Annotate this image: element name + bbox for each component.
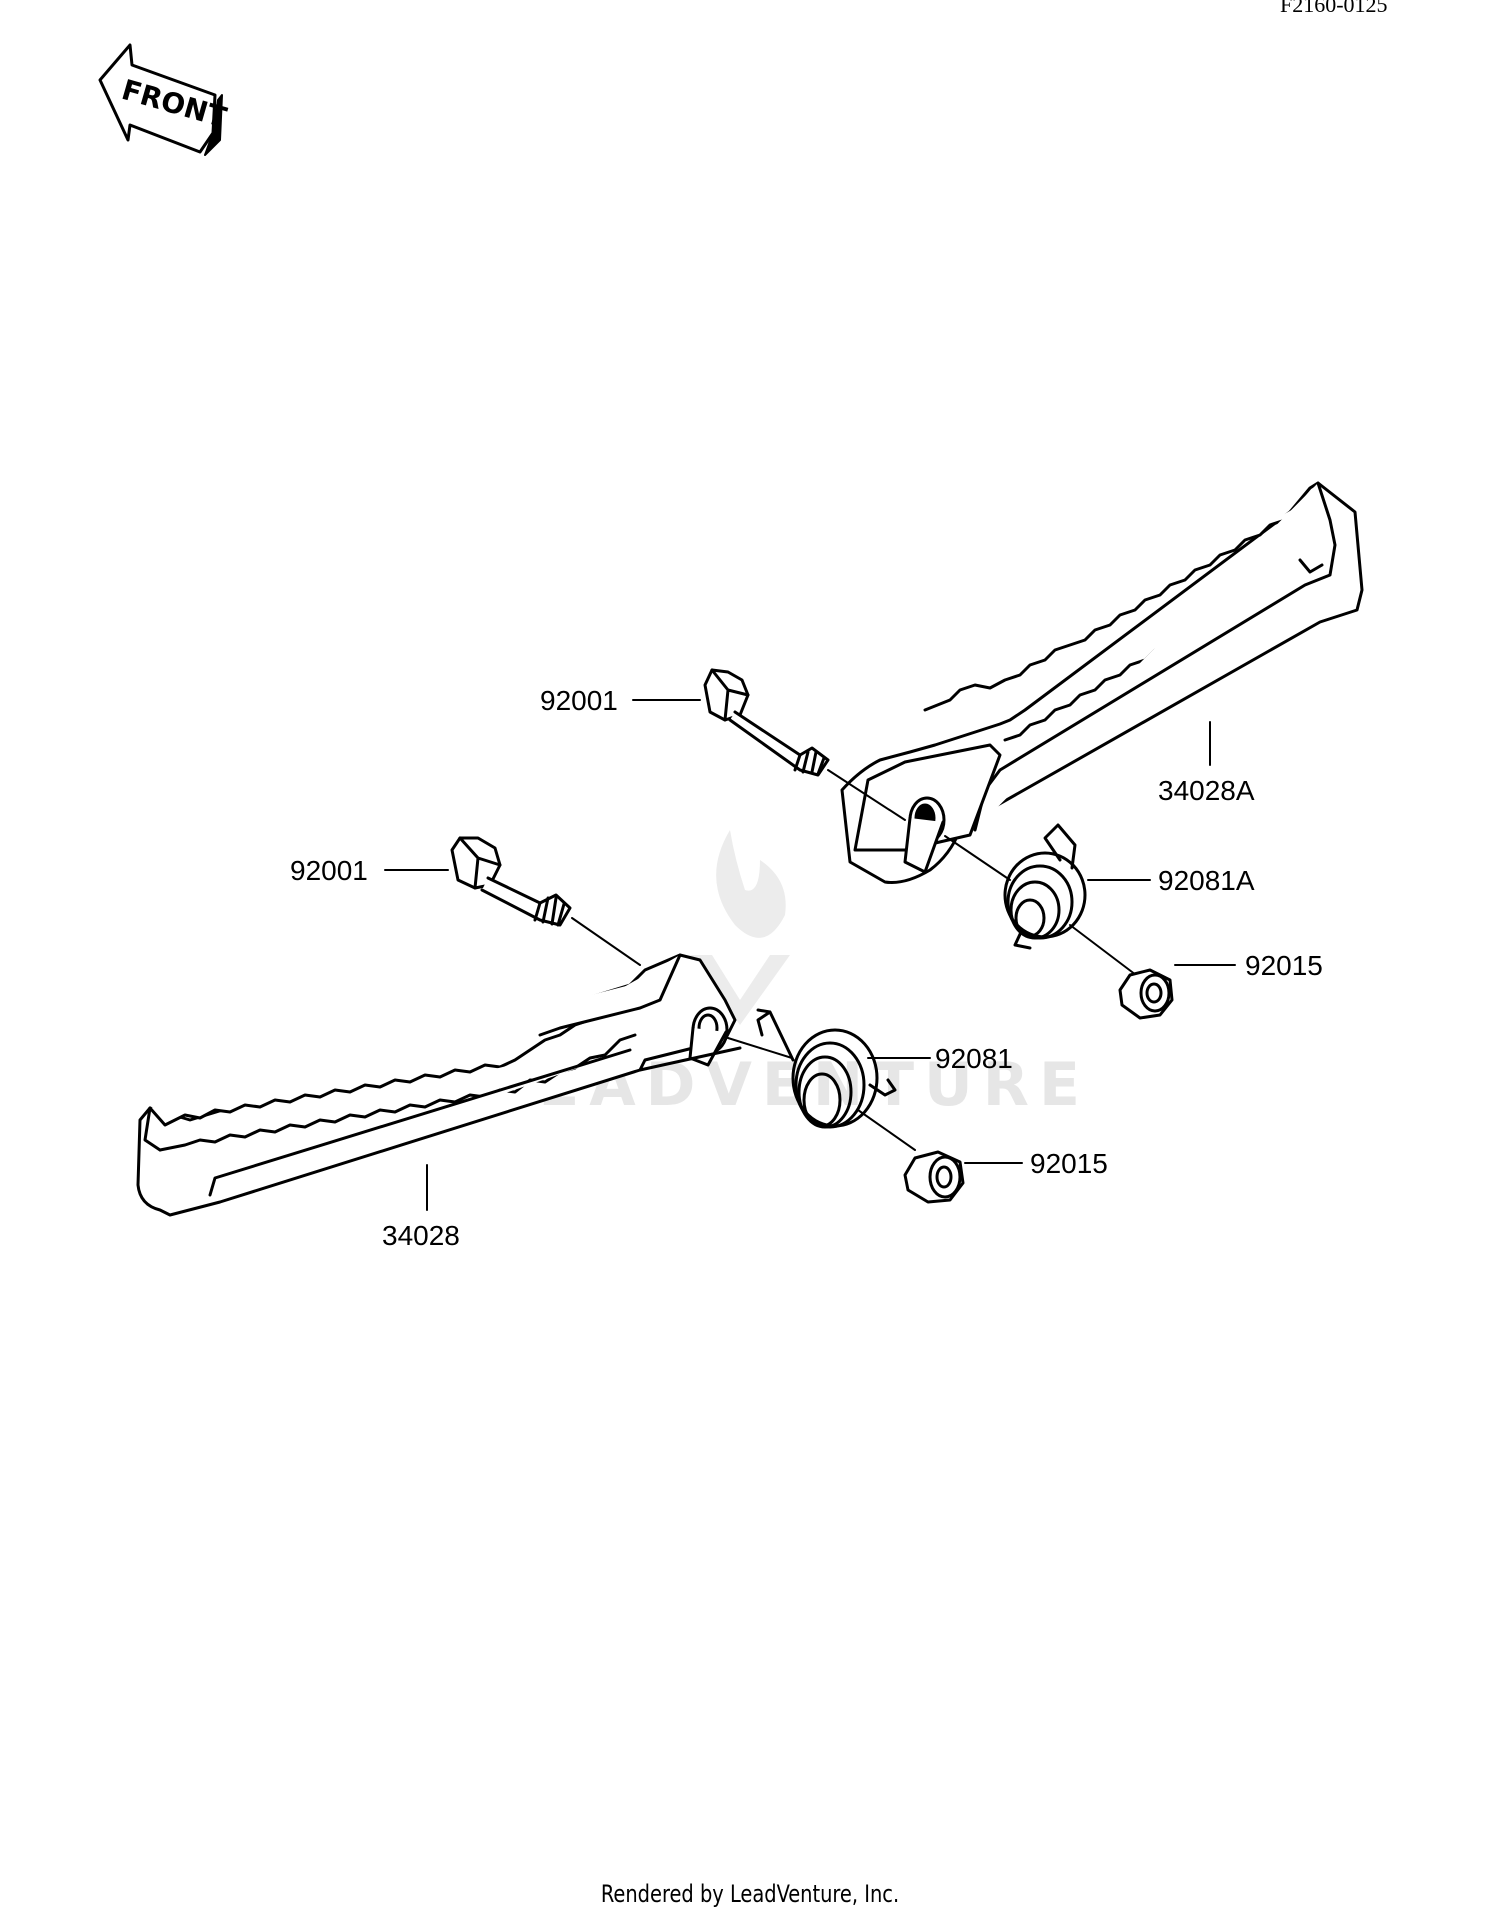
callout-label: 92015 [1030, 1148, 1108, 1179]
assembly-line-upper [827, 769, 906, 821]
callout-bolt-upper: 92001 [540, 685, 701, 716]
callout-label: 92081A [1158, 865, 1255, 896]
diagram-reference-code: F2160-0125 [1280, 0, 1388, 17]
collar-left-drawing [903, 1150, 965, 1204]
bolt-upper-drawing [703, 668, 830, 777]
callout-label: 92001 [290, 855, 368, 886]
callout-label: 92081 [935, 1043, 1013, 1074]
footer-credit: Rendered by LeadVenture, Inc. [600, 1880, 900, 1908]
collar-right-drawing [1118, 968, 1174, 1020]
footpeg-left-drawing [136, 953, 742, 1217]
callout-label: 34028A [1158, 775, 1255, 806]
callout-spring-left: 92081 [867, 1043, 1013, 1074]
callout-label: 92001 [540, 685, 618, 716]
callout-label: 34028 [382, 1220, 460, 1251]
callout-label: 92015 [1245, 950, 1323, 981]
callout-footpeg-right: 34028A [1158, 721, 1255, 806]
spring-left-drawing [756, 1008, 897, 1129]
spring-right-drawing [1003, 823, 1087, 950]
callout-collar-left: 92015 [964, 1148, 1108, 1179]
callout-bolt-lower: 92001 [290, 855, 449, 886]
callout-footpeg-left: 34028 [382, 1164, 460, 1251]
callout-spring-right: 92081A [1087, 865, 1255, 896]
front-arrow-icon: FRONT [98, 43, 230, 156]
callout-collar-right: 92015 [1174, 950, 1323, 981]
bolt-lower-drawing [450, 836, 572, 927]
footpeg-right-drawing [840, 481, 1364, 884]
